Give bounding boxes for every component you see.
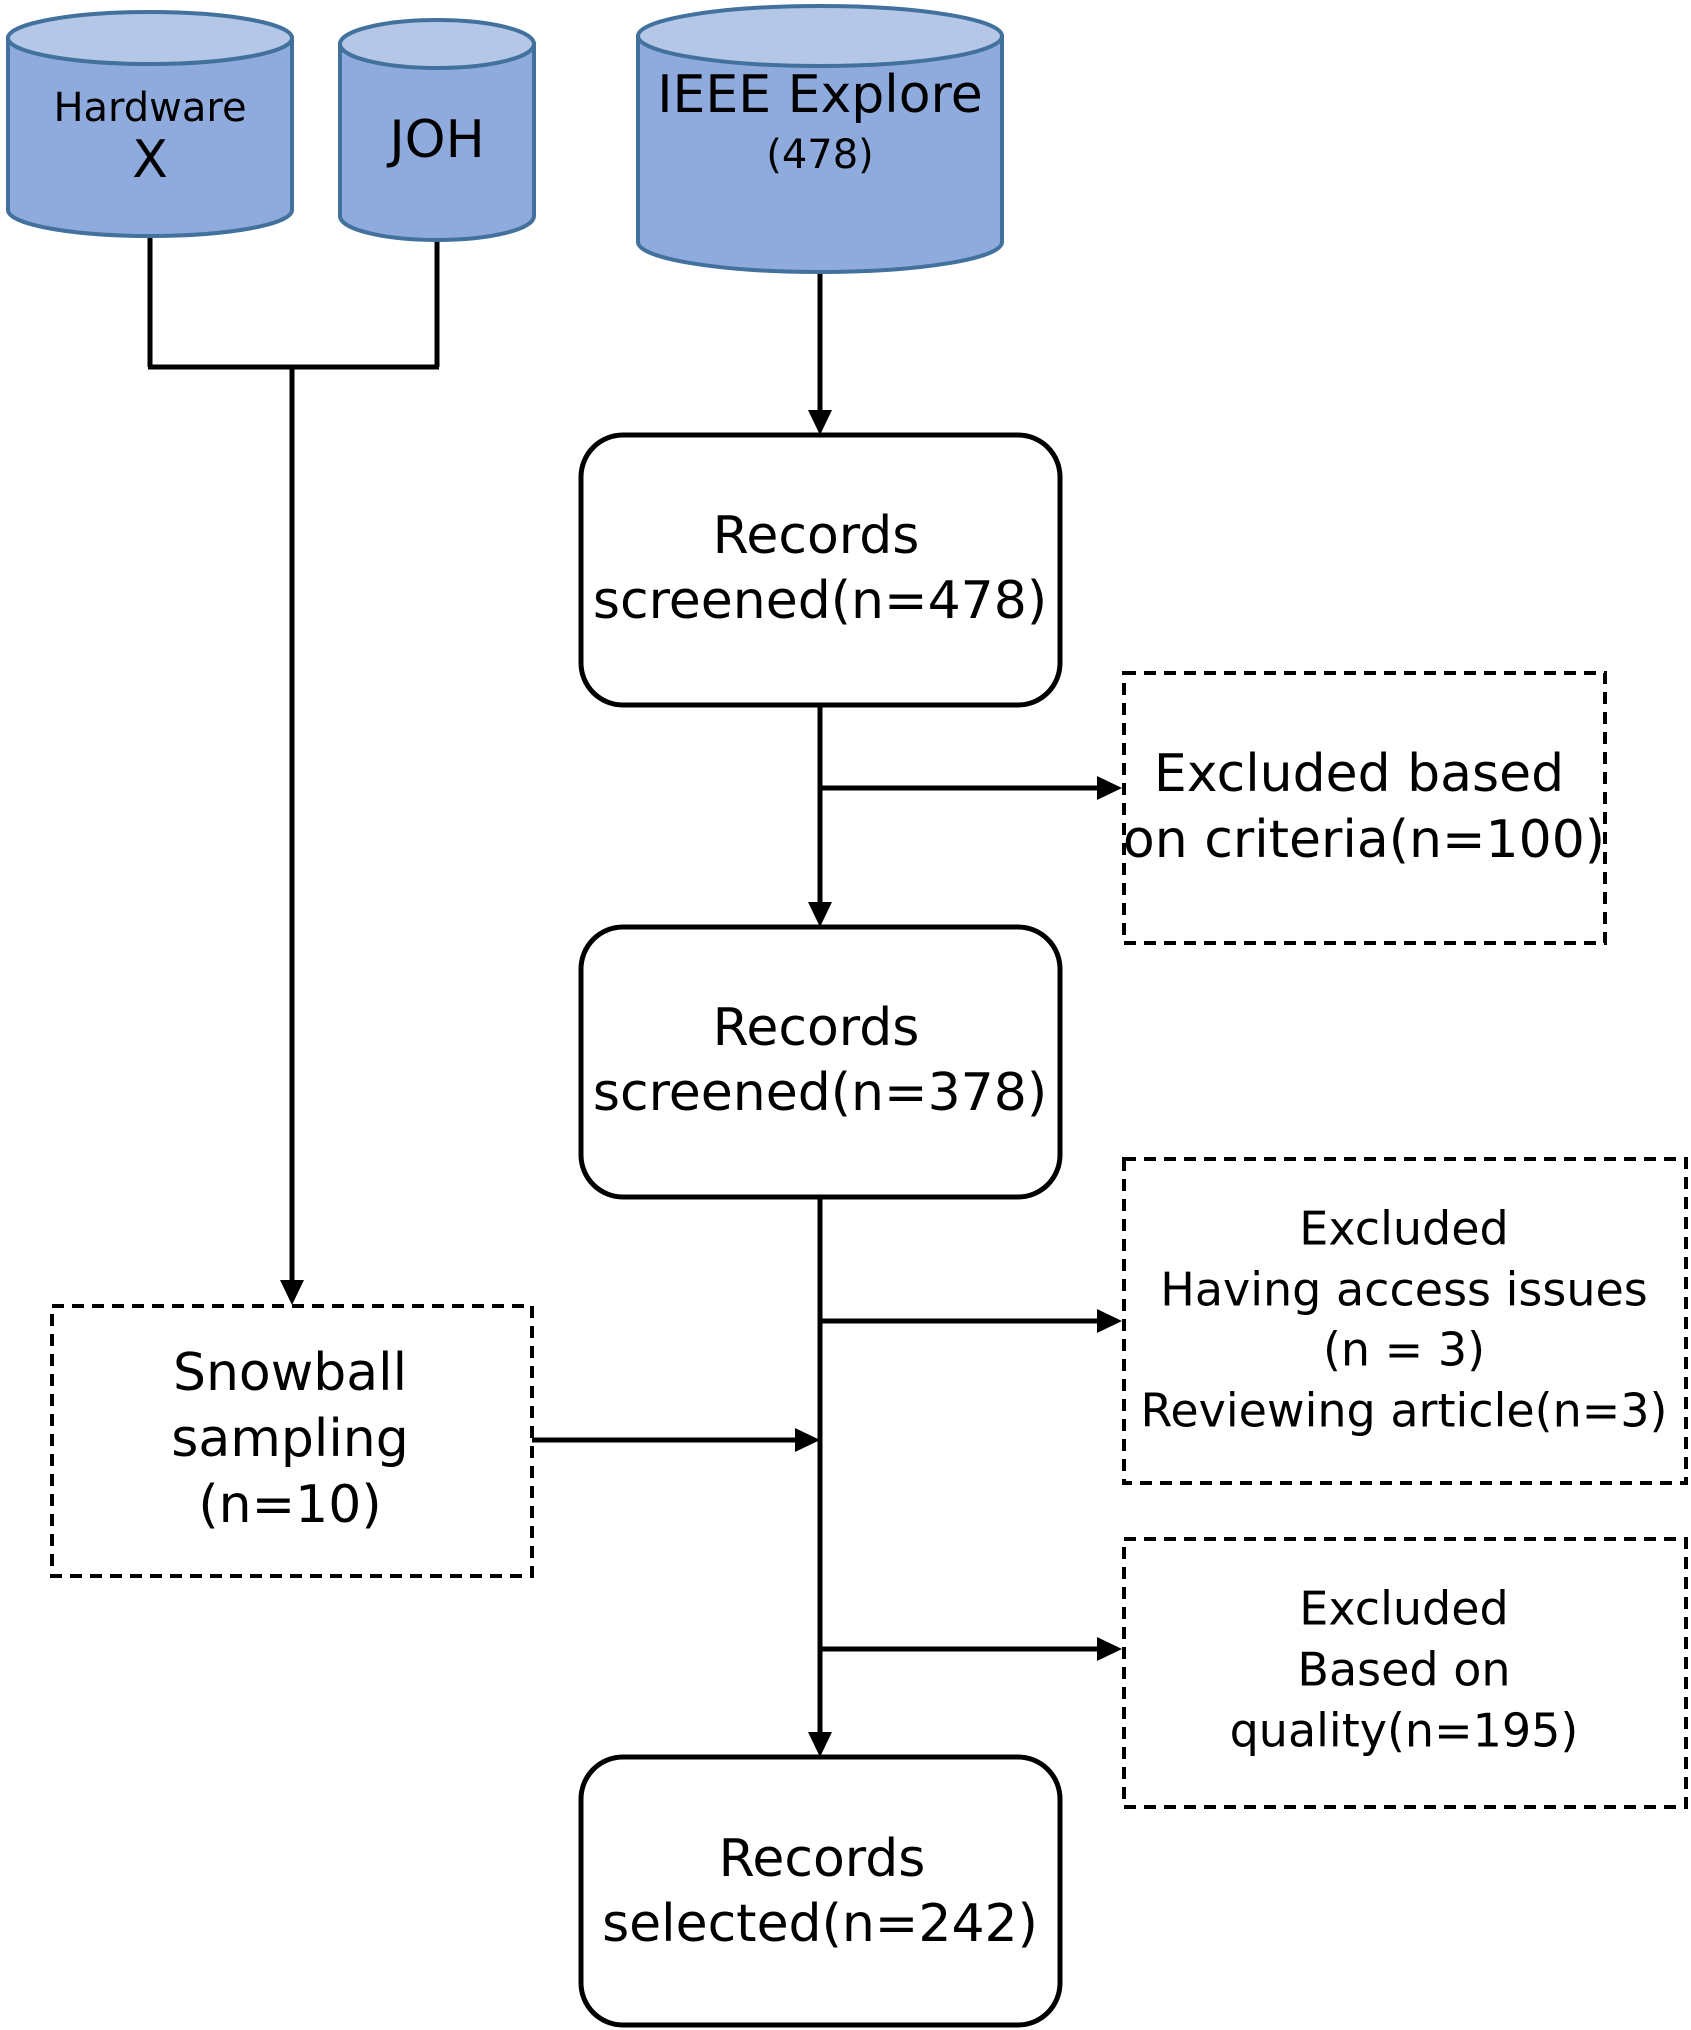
screened2-box (578, 924, 1063, 1200)
box-excluded-quality: Excluded Based on quality(n=195) (1122, 1537, 1688, 1809)
box-excluded-criteria: Excluded based on criteria(n=100) (1122, 671, 1607, 945)
screened2-line2: screened(n=378) (593, 1063, 1047, 1123)
selected-box (578, 1754, 1063, 2028)
criteria-box (1122, 671, 1607, 945)
box-snowball-sampling: Snowball sampling (n=10) (50, 1304, 534, 1578)
joh-cylinder-top (338, 18, 536, 70)
ieee-cylinder-top (636, 4, 1004, 68)
database-hardwarex: Hardware X (6, 10, 294, 238)
arrow-to-quality (1097, 1637, 1122, 1661)
criteria-line1: Excluded based (1154, 744, 1564, 804)
hardwarex-cylinder-body (6, 36, 294, 238)
snowball-line1: Snowball (173, 1343, 407, 1403)
snowball-box (50, 1304, 534, 1578)
screened1-line1: Records (713, 506, 920, 566)
quality-line2: Based on (1297, 1643, 1510, 1697)
screened1-box (578, 432, 1063, 708)
snowball-line2: sampling (171, 1409, 408, 1469)
quality-line3: quality(n=195) (1230, 1704, 1579, 1758)
screened1-line2: screened(n=478) (593, 571, 1047, 631)
access-line3: (n = 3) (1323, 1323, 1485, 1377)
database-joh: JOH (338, 18, 536, 242)
access-box (1122, 1157, 1688, 1485)
access-line1: Excluded (1299, 1202, 1508, 1256)
access-line4: Reviewing article(n=3) (1140, 1384, 1667, 1438)
box-records-screened-378: Records screened(n=378) (578, 924, 1063, 1200)
criteria-line2: on criteria(n=100) (1123, 810, 1605, 870)
ieee-count: (478) (766, 132, 874, 178)
selected-line1: Records (719, 1829, 926, 1889)
arrow-to-snowball (280, 1280, 304, 1305)
box-records-selected-242: Records selected(n=242) (578, 1754, 1063, 2028)
quality-box (1122, 1537, 1688, 1809)
ieee-cylinder-body (636, 34, 1004, 274)
hardwarex-label-line2: X (132, 130, 168, 190)
arrow-to-access (1097, 1309, 1122, 1333)
snowball-line3: (n=10) (198, 1475, 381, 1535)
arrow-snowball-merge (795, 1428, 820, 1452)
screened2-line1: Records (713, 998, 920, 1058)
box-records-screened-478: Records screened(n=478) (578, 432, 1063, 708)
joh-cylinder-body (338, 42, 536, 242)
hardwarex-label-line1: Hardware (53, 85, 246, 131)
ieee-title: IEEE Explore (657, 65, 983, 125)
arrow-to-criteria (1097, 776, 1122, 800)
connectors (147, 235, 1122, 1757)
selected-line2: selected(n=242) (602, 1894, 1038, 1954)
access-line2: Having access issues (1160, 1263, 1648, 1317)
database-ieee-explore: IEEE Explore (478) (636, 4, 1004, 274)
arrow-to-screened1 (808, 410, 832, 435)
box-excluded-access: Excluded Having access issues (n = 3) Re… (1122, 1157, 1688, 1485)
arrow-to-screened2 (808, 902, 832, 927)
quality-line1: Excluded (1299, 1582, 1508, 1636)
hardwarex-cylinder-top (6, 10, 294, 66)
joh-label: JOH (386, 110, 484, 170)
arrow-to-selected (808, 1732, 832, 1757)
